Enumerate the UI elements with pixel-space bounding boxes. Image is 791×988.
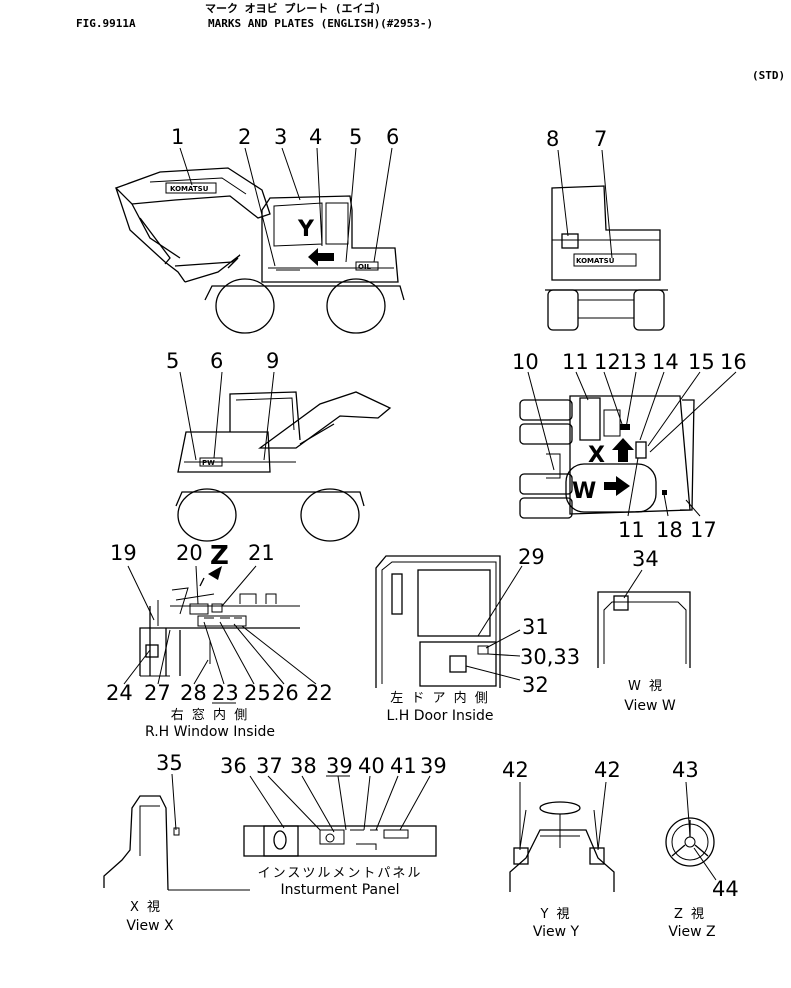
std-label: (STD)	[752, 69, 786, 82]
callout-42: 42	[502, 758, 529, 782]
callout-14: 14	[652, 350, 679, 374]
up-arrow-icon	[612, 438, 634, 462]
figure-number: FIG.9911A	[76, 17, 136, 30]
callout-8: 8	[546, 127, 559, 151]
view-y-caption-jp: Y 視	[539, 907, 571, 922]
callout-38: 38	[290, 754, 317, 778]
excavator-top-view: X W	[519, 371, 737, 519]
komatsu-plate-label: KOMATSU	[170, 185, 209, 193]
callout-31: 31	[522, 615, 549, 639]
callout-22: 22	[306, 681, 333, 705]
callout-27: 27	[144, 681, 171, 705]
callout-32: 32	[522, 673, 549, 697]
callout-36: 36	[220, 754, 247, 778]
callout-10: 10	[512, 350, 539, 374]
rh-window-caption-jp: 右 窓 内 側	[171, 707, 249, 723]
rh-window-caption-en: R.H Window Inside	[145, 724, 275, 740]
instrument-panel-caption-jp: インスツルメントパネル	[258, 866, 423, 881]
view-z-arrow-icon	[208, 566, 222, 580]
callout-39-right: 39	[420, 754, 447, 778]
japanese-title: マーク オヨビ プレート (エイゴ)	[205, 2, 382, 15]
callout-2: 2	[238, 125, 251, 149]
arrow-icon	[308, 248, 334, 266]
view-w-letter: W	[572, 479, 596, 504]
callout-28: 28	[180, 681, 207, 705]
callout-18: 18	[656, 518, 683, 542]
excavator-side-view: KOMATSU Y OIL	[114, 147, 405, 334]
view-x-caption-jp: X 視	[130, 900, 162, 915]
oil-plate-label: OIL	[358, 263, 372, 271]
callout-37: 37	[256, 754, 283, 778]
figure-title: MARKS AND PLATES (ENGLISH)(#2953-)	[208, 17, 434, 30]
callout-6: 6	[386, 125, 399, 149]
callout-43: 43	[672, 758, 699, 782]
callout-11-lower: 11	[618, 518, 645, 542]
instrument-panel-view	[243, 775, 437, 857]
callout-3: 3	[274, 125, 287, 149]
view-x-letter: X	[588, 443, 605, 468]
view-y-letter: Y	[297, 217, 315, 242]
lh-door-inside-view	[375, 555, 523, 688]
callout-6-lower: 6	[210, 349, 223, 373]
lh-door-caption-jp: 左 ド ア 内 側	[390, 690, 490, 706]
callout-25: 25	[244, 681, 271, 705]
callout-34: 34	[632, 547, 659, 571]
view-x-caption-en: View X	[126, 918, 174, 934]
pw-plate-label: PW	[202, 459, 215, 467]
callout-23: 23	[212, 681, 239, 705]
callout-20: 20	[176, 541, 203, 565]
view-z-letter: Z	[210, 541, 229, 571]
callout-15: 15	[688, 350, 715, 374]
lh-door-caption-en: L.H Door Inside	[386, 708, 493, 724]
callout-30-33: 30,33	[520, 645, 580, 669]
callout-16: 16	[720, 350, 747, 374]
callout-1: 1	[171, 125, 184, 149]
callout-13: 13	[620, 350, 647, 374]
view-z-caption-en: View Z	[668, 924, 715, 940]
view-w-caption-jp: W 視	[628, 679, 664, 694]
callout-35: 35	[156, 751, 183, 775]
callout-39: 39	[326, 754, 353, 778]
callout-11: 11	[562, 350, 589, 374]
callout-12: 12	[594, 350, 621, 374]
rh-window-inside-view	[123, 565, 317, 685]
callout-44: 44	[712, 877, 739, 901]
callout-17: 17	[690, 518, 717, 542]
callout-42-right: 42	[594, 758, 621, 782]
view-w-caption-en: View W	[624, 698, 676, 714]
view-w	[597, 569, 691, 668]
callout-4: 4	[309, 125, 322, 149]
callout-19: 19	[110, 541, 137, 565]
excavator-side-view-2: PW	[175, 371, 392, 542]
callout-41: 41	[390, 754, 417, 778]
callout-29: 29	[518, 545, 545, 569]
callout-40: 40	[358, 754, 385, 778]
instrument-panel-caption-en: Insturment Panel	[281, 882, 400, 898]
callout-21: 21	[248, 541, 275, 565]
right-arrow-icon	[604, 476, 630, 496]
view-z-caption-jp: Z 視	[674, 907, 706, 922]
callout-24: 24	[106, 681, 133, 705]
view-y	[509, 781, 615, 892]
view-y-caption-en: View Y	[533, 924, 580, 940]
callout-5-lower: 5	[166, 349, 179, 373]
callout-9: 9	[266, 349, 279, 373]
view-x	[103, 773, 250, 891]
callout-5: 5	[349, 125, 362, 149]
view-z	[665, 781, 717, 881]
excavator-rear-view: KOMATSU	[545, 149, 668, 331]
callout-26: 26	[272, 681, 299, 705]
komatsu-plate-label-rear: KOMATSU	[576, 257, 615, 265]
callout-7: 7	[594, 127, 607, 151]
